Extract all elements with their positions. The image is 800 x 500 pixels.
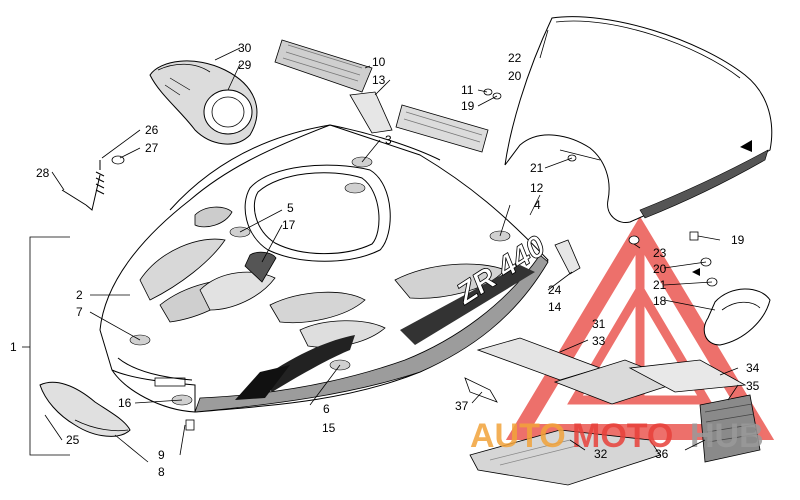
callout-32: 32	[594, 447, 608, 461]
callout-29: 29	[238, 58, 252, 72]
callout-3: 3	[385, 133, 392, 147]
callout-34: 34	[746, 361, 760, 375]
spring-assembly	[61, 155, 125, 211]
callout-2: 2	[76, 288, 83, 302]
callout-4: 4	[534, 198, 541, 212]
headlight-shroud	[149, 60, 258, 145]
callout-22: 22	[508, 51, 522, 65]
callout-31: 31	[592, 317, 606, 331]
decal-sheets	[274, 39, 489, 153]
callout-28: 28	[36, 166, 50, 180]
callout-13: 13	[372, 73, 386, 87]
hood-assembly: ZR 440	[99, 124, 552, 413]
callout-21b: 21	[653, 278, 667, 292]
callout-9: 9	[158, 448, 165, 462]
watermark-hub: HUB	[690, 417, 764, 455]
floor-mats	[464, 337, 761, 486]
callout-33: 33	[592, 334, 606, 348]
callout-26: 26	[145, 123, 159, 137]
watermark-text: AUTO MOTO HUB	[470, 417, 764, 455]
callout-27: 27	[145, 141, 159, 155]
callout-18: 18	[653, 294, 667, 308]
callout-1: 1	[10, 340, 17, 354]
callout-19b: 19	[731, 233, 745, 247]
callout-6: 6	[323, 402, 330, 416]
callout-16: 16	[118, 396, 132, 410]
callout-17: 17	[282, 218, 296, 232]
watermark-moto: MOTO	[572, 417, 673, 455]
callout-23: 23	[653, 246, 667, 260]
callout-30: 30	[238, 41, 252, 55]
callout-21a: 21	[530, 161, 544, 175]
leader-lines	[22, 29, 739, 463]
side-bracket	[554, 239, 581, 275]
callout-15: 15	[322, 421, 336, 435]
callout-5: 5	[287, 201, 294, 215]
callout-7: 7	[76, 305, 83, 319]
callout-36: 36	[655, 447, 669, 461]
callout-37: 37	[455, 399, 469, 413]
callout-24: 24	[548, 283, 562, 297]
callout-10: 10	[372, 55, 386, 69]
windshield	[504, 16, 773, 224]
front-bumper	[39, 381, 195, 437]
callout-8: 8	[158, 465, 165, 479]
callout-25: 25	[66, 433, 80, 447]
callout-14: 14	[548, 300, 562, 314]
callout-35: 35	[746, 379, 760, 393]
callout-20b: 20	[653, 262, 667, 276]
callout-labels: 1 2 7 3 12 4 5 17 6 15 9 8 16 25 30 29 2…	[10, 41, 760, 479]
callout-19a: 19	[461, 99, 475, 113]
callout-20a: 20	[508, 69, 522, 83]
watermark-auto: AUTO	[470, 417, 566, 455]
callout-11: 11	[461, 83, 474, 97]
callout-12: 12	[530, 181, 544, 195]
